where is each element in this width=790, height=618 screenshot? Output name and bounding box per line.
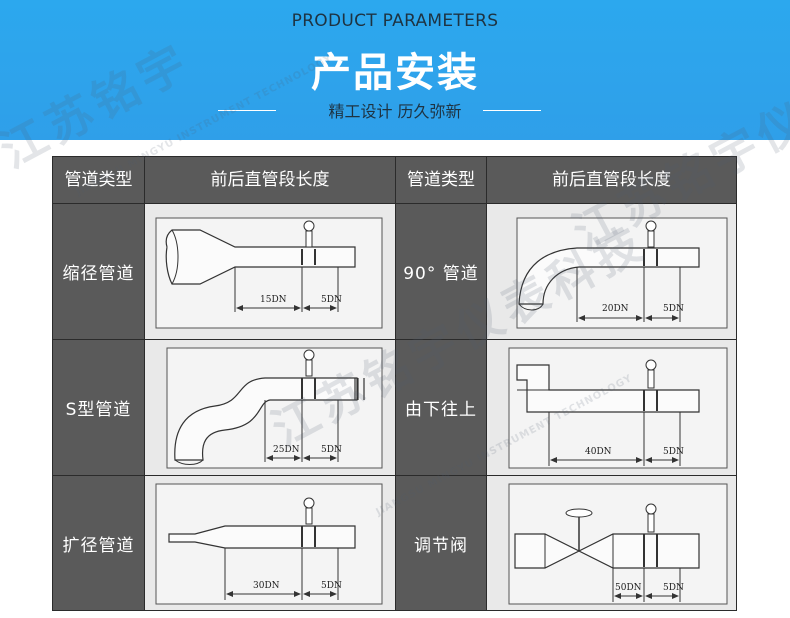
pipe-type-cell: 缩径管道 xyxy=(53,204,144,339)
grid-line xyxy=(395,157,396,610)
title-en: PRODUCT PARAMETERS xyxy=(291,11,499,31)
s-bend-diagram: 25DN 5DN xyxy=(145,340,395,475)
upstream-length-label: 30DN xyxy=(253,581,280,591)
grid-line xyxy=(53,203,736,204)
downstream-length-label: 5DN xyxy=(321,445,342,455)
title-cn: 产品安装 xyxy=(311,50,479,96)
header-banner: PRODUCT PARAMETERS 产品安装 精工设计 历久弥新 xyxy=(0,0,790,140)
pipe-type-cell: S型管道 xyxy=(53,340,144,475)
downstream-length-label: 5DN xyxy=(321,295,342,305)
header-length-left: 前后直管段长度 xyxy=(145,157,395,203)
pipe-type-cell: 由下往上 xyxy=(396,340,486,475)
upstream-length-label: 50DN xyxy=(615,583,642,593)
header-pipe-type-left: 管道类型 xyxy=(53,157,144,203)
pipe-type-cell: 调节阀 xyxy=(396,476,486,610)
pipe-type-cell: 90° 管道 xyxy=(396,204,486,339)
elbow-90-diagram: 20DN 5DN xyxy=(487,204,736,339)
grid-line xyxy=(53,475,736,476)
upstream-length-label: 20DN xyxy=(602,304,629,314)
downstream-length-label: 5DN xyxy=(663,304,684,314)
grid-line xyxy=(53,339,736,340)
upstream-length-label: 15DN xyxy=(260,295,287,305)
subtitle-right-rule xyxy=(483,110,541,111)
grid-line xyxy=(486,157,487,610)
downstream-length-label: 5DN xyxy=(663,583,684,593)
header-pipe-type-right: 管道类型 xyxy=(396,157,486,203)
upstream-length-label: 40DN xyxy=(585,447,612,457)
downstream-length-label: 5DN xyxy=(321,581,342,591)
pipe-type-cell: 扩径管道 xyxy=(53,476,144,610)
downstream-length-label: 5DN xyxy=(663,447,684,457)
upstream-length-label: 25DN xyxy=(273,445,300,455)
reducer-diagram: 15DN 5DN xyxy=(145,204,395,339)
subtitle: 精工设计 历久弥新 xyxy=(328,102,462,121)
installation-table: 管道类型 前后直管段长度 管道类型 前后直管段长度 缩径管道 15DN 5DN … xyxy=(52,156,737,611)
control-valve-diagram: 50DN 5DN xyxy=(487,476,736,610)
header-length-right: 前后直管段长度 xyxy=(487,157,736,203)
subtitle-left-rule xyxy=(218,110,276,111)
grid-line xyxy=(144,157,145,610)
expander-diagram: 30DN 5DN xyxy=(145,476,395,610)
bottom-up-diagram: 40DN 5DN xyxy=(487,340,736,475)
